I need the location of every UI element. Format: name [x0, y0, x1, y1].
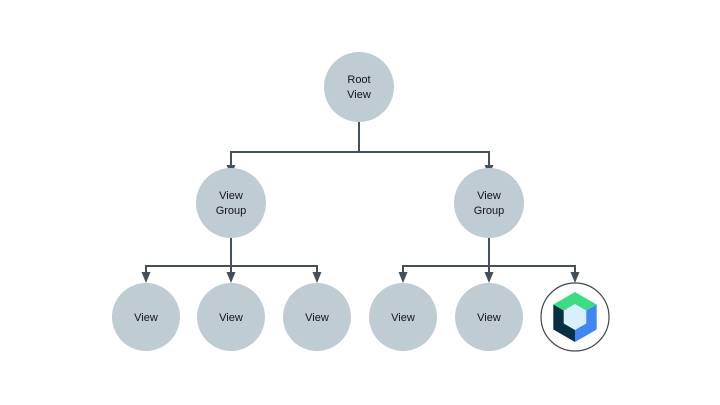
view-group-right-circle: [454, 168, 524, 238]
view-node-1[interactable]: View: [112, 283, 180, 351]
view-group-left-label-line1: View: [219, 190, 243, 202]
jetpack-compose-node[interactable]: [540, 282, 610, 352]
view-node-4[interactable]: View: [369, 283, 437, 351]
view-group-right-node[interactable]: View Group: [454, 168, 524, 238]
view-node-3[interactable]: View: [283, 283, 351, 351]
view-node-3-label: View: [305, 312, 329, 324]
view-group-left-node[interactable]: View Group: [196, 168, 266, 238]
edge-root-to-view-group-right: [358, 122, 494, 175]
root-view-label-line1: Root: [347, 74, 370, 86]
view-node-1-label: View: [134, 312, 158, 324]
view-group-right-label-line1: View: [477, 190, 501, 202]
view-node-3-circle: [283, 283, 351, 351]
view-node-4-label: View: [391, 312, 415, 324]
view-node-5-label: View: [477, 312, 501, 324]
jetpack-compose-logo-icon: [553, 292, 597, 342]
view-node-5-circle: [455, 283, 523, 351]
view-node-2-circle: [197, 283, 265, 351]
view-node-2[interactable]: View: [197, 283, 265, 351]
view-group-left-circle: [196, 168, 266, 238]
root-view-label-line2: View: [347, 89, 371, 101]
view-node-2-label: View: [219, 312, 243, 324]
edge-view-group-right-to-compose: [488, 238, 580, 283]
edge-view-group-right-to-view-4: [398, 238, 490, 283]
view-group-left-label-line2: Group: [216, 205, 247, 217]
view-node-4-circle: [369, 283, 437, 351]
view-node-5[interactable]: View: [455, 283, 523, 351]
edge-view-group-left-to-view-1: [141, 238, 232, 283]
root-view-circle: [324, 52, 394, 122]
edge-root-to-view-group-left: [226, 122, 360, 175]
view-node-1-circle: [112, 283, 180, 351]
view-group-right-label-line2: Group: [474, 205, 505, 217]
root-view-node[interactable]: Root View: [324, 52, 394, 122]
edge-view-group-left-to-view-3: [230, 238, 322, 283]
